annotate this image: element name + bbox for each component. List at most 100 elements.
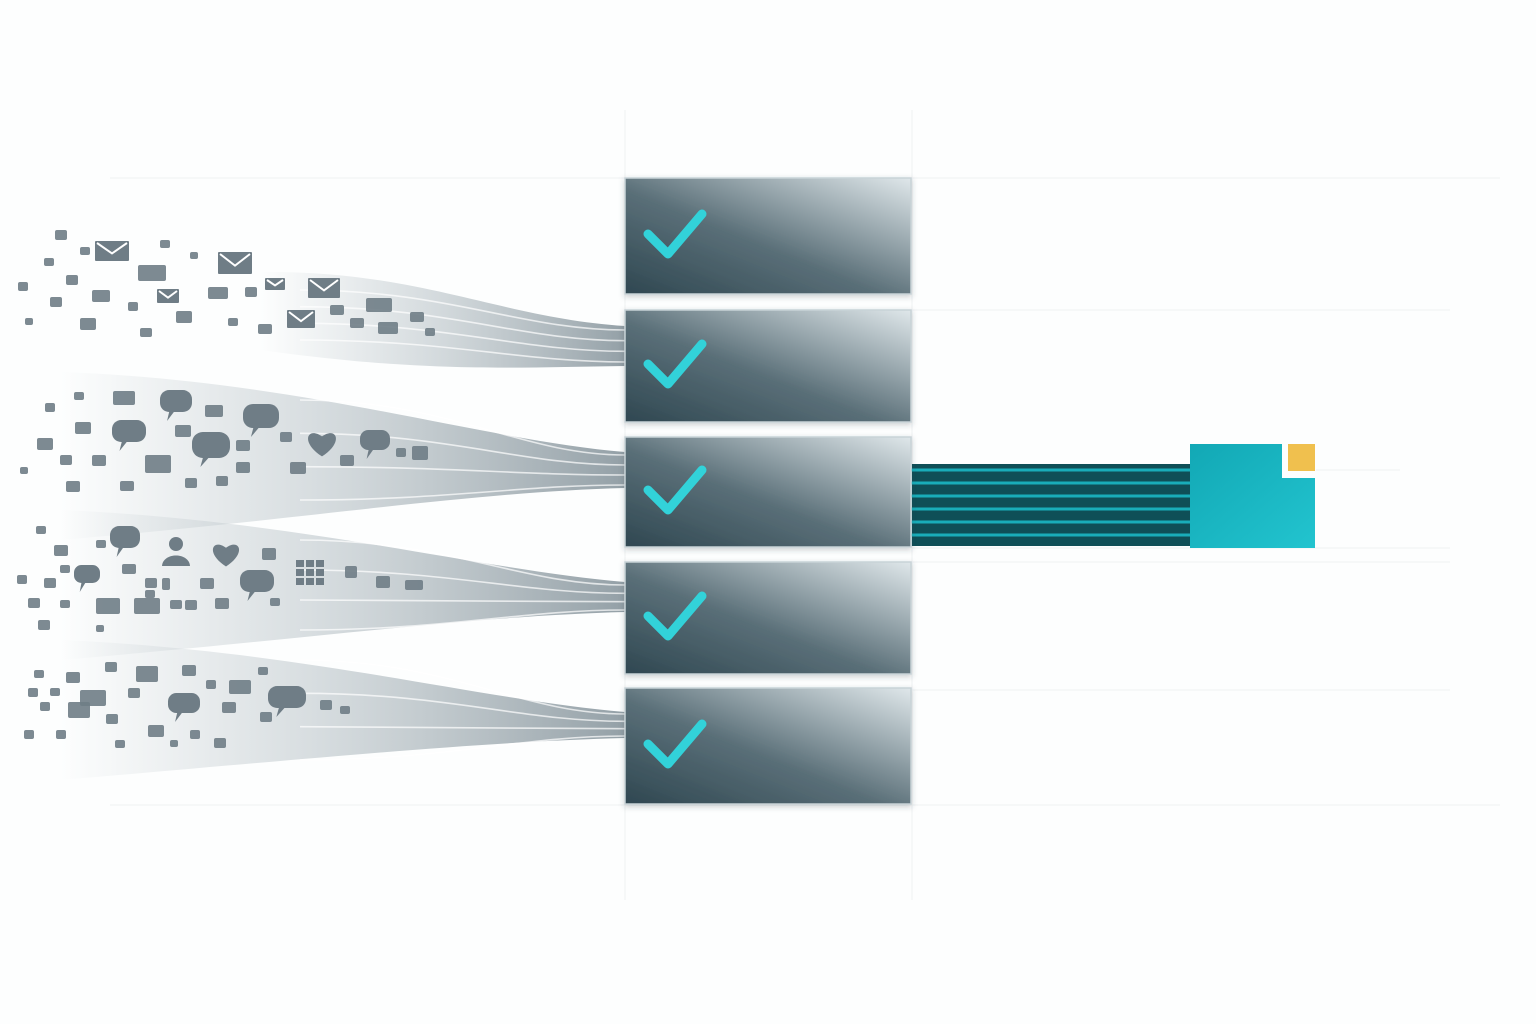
stream-fiber bbox=[299, 305, 626, 342]
square-icon bbox=[228, 318, 238, 326]
square-icon bbox=[345, 566, 357, 578]
stream-fiber bbox=[299, 465, 626, 476]
stream-fiber bbox=[299, 659, 626, 715]
stream-fiber bbox=[299, 339, 626, 363]
square-icon bbox=[405, 580, 423, 590]
stream-fiber bbox=[299, 539, 626, 586]
square-icon bbox=[366, 298, 392, 312]
envelope-icon bbox=[308, 278, 340, 298]
square-icon bbox=[68, 702, 90, 718]
square-icon bbox=[208, 287, 228, 299]
square-icon bbox=[25, 318, 33, 325]
square-icon bbox=[262, 548, 276, 560]
square-icon bbox=[106, 714, 118, 724]
heart-icon bbox=[212, 544, 240, 567]
square-icon bbox=[140, 328, 152, 337]
person-icon bbox=[162, 537, 190, 566]
speech-bubble-icon bbox=[192, 432, 230, 467]
square-icon bbox=[37, 438, 53, 450]
square-icon bbox=[92, 455, 106, 466]
square-icon bbox=[258, 324, 272, 334]
check-panel-5 bbox=[624, 687, 912, 805]
square-icon bbox=[120, 481, 134, 491]
square-icon bbox=[330, 305, 344, 315]
square-icon bbox=[44, 578, 56, 588]
stream-fiber bbox=[299, 289, 626, 331]
stream-1 bbox=[260, 271, 625, 368]
square-icon bbox=[185, 478, 197, 488]
square-icon bbox=[60, 455, 72, 465]
square-icon bbox=[206, 680, 216, 689]
square-icon bbox=[115, 740, 125, 748]
square-icon bbox=[376, 576, 390, 588]
heart-icon bbox=[308, 433, 336, 457]
square-icon bbox=[128, 688, 140, 698]
speech-bubble-icon bbox=[240, 570, 274, 601]
speech-bubble-icon bbox=[160, 390, 192, 421]
square-icon bbox=[185, 600, 197, 610]
speech-bubble-icon bbox=[74, 565, 100, 592]
speech-bubble-icon bbox=[360, 430, 390, 459]
square-icon bbox=[200, 578, 214, 589]
envelope-icon bbox=[157, 289, 179, 303]
square-icon bbox=[176, 311, 192, 323]
square-icon bbox=[66, 672, 80, 683]
square-icon bbox=[260, 712, 272, 722]
check-panels bbox=[624, 177, 912, 805]
square-icon bbox=[34, 670, 44, 678]
square-icon bbox=[113, 391, 135, 405]
square-icon bbox=[24, 730, 34, 739]
square-icon bbox=[270, 598, 280, 606]
square-icon bbox=[36, 526, 46, 534]
stream-fiber bbox=[299, 399, 626, 456]
stream-fiber-lines bbox=[299, 289, 626, 761]
stream-fiber bbox=[299, 735, 626, 761]
square-icon bbox=[214, 738, 226, 748]
envelope-icon bbox=[265, 278, 285, 290]
square-icon bbox=[128, 302, 138, 311]
square-icon bbox=[410, 312, 424, 322]
square-icon bbox=[216, 476, 228, 486]
square-icon bbox=[74, 392, 84, 400]
square-icon bbox=[148, 725, 164, 737]
stream-fiber bbox=[299, 692, 626, 723]
square-icon bbox=[280, 432, 292, 442]
square-icon bbox=[66, 481, 80, 492]
check-panel-1 bbox=[624, 177, 912, 295]
square-icon bbox=[20, 467, 28, 474]
square-icon bbox=[205, 405, 223, 417]
square-icon bbox=[190, 730, 200, 739]
square-icon bbox=[396, 448, 406, 457]
square-icon bbox=[66, 275, 78, 285]
square-icon bbox=[145, 578, 157, 588]
stream-fiber bbox=[299, 609, 626, 631]
checkmark-icon bbox=[643, 591, 707, 641]
square-icon bbox=[175, 425, 191, 437]
accent-square-icon bbox=[1288, 444, 1315, 471]
square-icon bbox=[350, 318, 364, 328]
square-icon bbox=[138, 265, 166, 281]
stream-fiber bbox=[299, 432, 626, 466]
square-icon bbox=[236, 440, 250, 451]
square-icon bbox=[44, 258, 54, 266]
square-icon bbox=[96, 625, 104, 632]
check-panel-4 bbox=[624, 561, 912, 675]
square-icon bbox=[290, 462, 306, 474]
stream-fiber bbox=[299, 725, 626, 730]
square-icon bbox=[378, 322, 398, 334]
square-icon bbox=[190, 252, 198, 259]
square-icon bbox=[80, 318, 96, 330]
square-icon bbox=[258, 667, 268, 675]
square-icon bbox=[17, 575, 27, 584]
square-icon bbox=[340, 455, 354, 466]
square-icon bbox=[54, 545, 68, 556]
stream-fiber bbox=[299, 484, 626, 501]
square-icon bbox=[229, 680, 251, 694]
square-icon bbox=[215, 598, 229, 609]
grid-icon bbox=[296, 560, 324, 585]
output-block-icon bbox=[1190, 444, 1315, 548]
square-icon bbox=[222, 702, 236, 713]
square-icon bbox=[412, 446, 428, 460]
stream-3 bbox=[60, 510, 625, 660]
square-icon bbox=[50, 297, 62, 307]
